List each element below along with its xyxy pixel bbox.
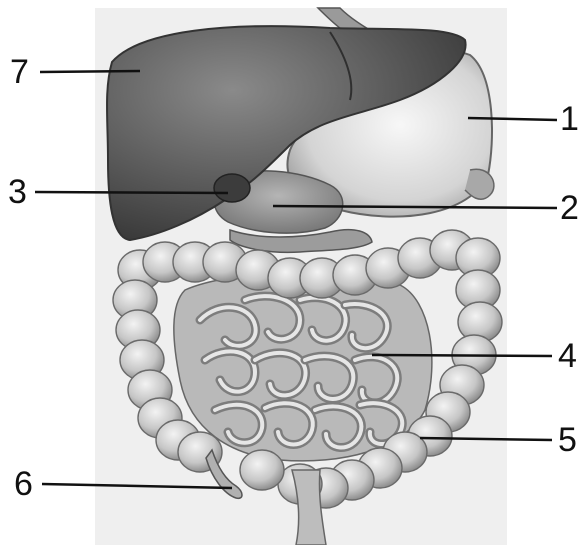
label-7: 7 bbox=[10, 55, 29, 89]
leader-line-7 bbox=[40, 71, 140, 72]
leader-line-4 bbox=[372, 355, 552, 356]
label-6: 6 bbox=[14, 467, 33, 501]
label-5: 5 bbox=[558, 423, 577, 457]
leader-line-3 bbox=[35, 192, 228, 193]
label-1: 1 bbox=[560, 102, 579, 136]
duodenum-bulge bbox=[465, 169, 494, 199]
gallbladder bbox=[214, 174, 250, 202]
label-4: 4 bbox=[558, 339, 577, 373]
label-3: 3 bbox=[8, 175, 27, 209]
colon-segment bbox=[240, 450, 284, 490]
label-2: 2 bbox=[560, 191, 579, 225]
